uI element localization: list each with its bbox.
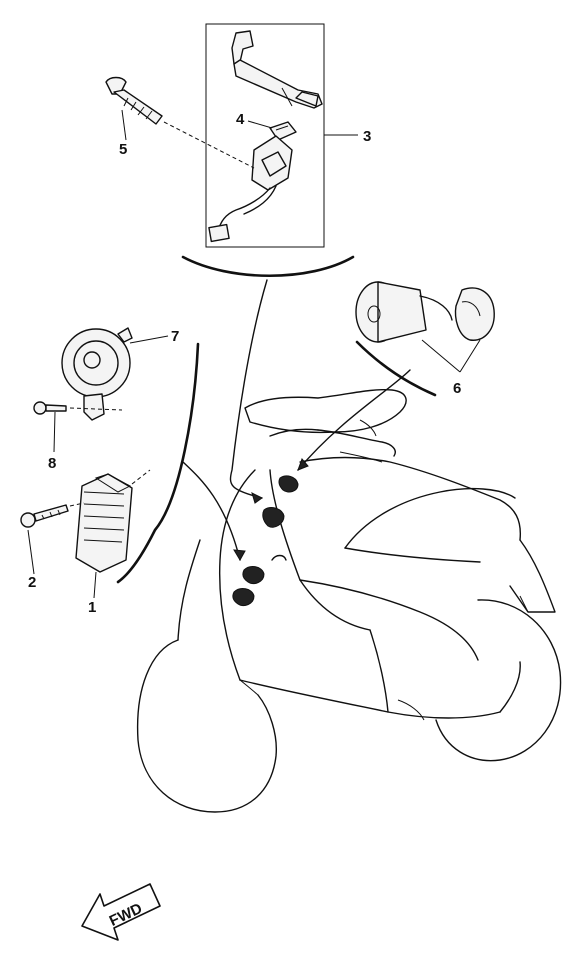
- horn-7-leader: [129, 335, 169, 344]
- callout-leaders: [27, 109, 358, 599]
- main-switch-icon: [208, 135, 293, 243]
- meter-6-icon: [355, 281, 495, 343]
- callout-4: 4: [236, 111, 245, 128]
- horn-7-icon: [61, 327, 133, 421]
- bolt-5-icon: [105, 76, 163, 125]
- callout-8: 8: [48, 455, 56, 472]
- bolt-5-guide-line: [163, 121, 255, 169]
- screw-8-icon: [33, 401, 67, 415]
- callout-7: 7: [171, 328, 179, 345]
- meter-6-leader: [421, 339, 481, 373]
- fwd-arrow-icon: FWD: [81, 883, 161, 941]
- screw-8-guide-line: [69, 407, 123, 411]
- regulator-1-guide-line: [131, 469, 151, 485]
- callout-6: 6: [453, 380, 461, 397]
- callout-1: 1: [88, 599, 96, 616]
- bolt-2-guide-line: [69, 502, 85, 507]
- flow-arrows: [182, 279, 411, 561]
- part-3-frame: [205, 23, 325, 248]
- mounting-points: [232, 475, 299, 607]
- callout-5: 5: [119, 141, 127, 158]
- callout-3: 3: [363, 128, 371, 145]
- motorcycle-outline: [136, 388, 562, 813]
- key-lock-assembly-icon: [231, 30, 323, 109]
- callout-2: 2: [28, 574, 36, 591]
- grouping-arcs: [116, 255, 437, 584]
- regulator-1-icon: [75, 473, 133, 573]
- bolt-2-icon: [20, 504, 69, 528]
